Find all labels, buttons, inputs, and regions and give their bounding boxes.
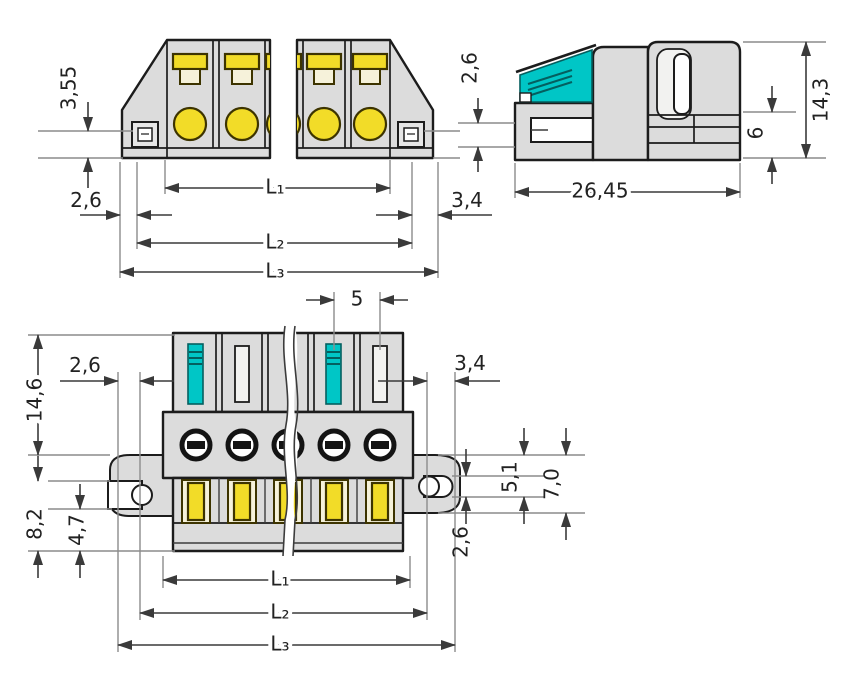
screw-terminal-circle [179, 428, 213, 462]
terminal-cell [171, 52, 209, 142]
wire-port-yellow [181, 479, 211, 524]
bottom-view: 14,6 8,2 4,7 5 2,6 3,4 [19, 287, 585, 660]
screw-terminal-circle [363, 428, 397, 462]
wire-port-yellow [365, 479, 395, 524]
dim-label-2-6: 2,6 [70, 188, 102, 212]
dim-label-3-55: 3,55 [57, 66, 81, 111]
dim-label-5-1: 5,1 [498, 461, 522, 493]
keyhole-slot-left [107, 480, 153, 510]
terminal-cell-partial [264, 52, 270, 136]
bottom-dimensions: 14,6 8,2 4,7 5 2,6 3,4 [19, 287, 585, 660]
dim-label-8-2: 8,2 [23, 508, 47, 540]
dim-label-14-3: 14,3 [809, 78, 833, 123]
terminal-cell [305, 52, 343, 142]
terminal-cell [223, 52, 261, 142]
side-body [513, 40, 742, 162]
front-view: 3,55 2,6 3,4 L₁ L₂ L₃ [38, 38, 492, 287]
front-dimensions: 3,55 2,6 3,4 L₁ L₂ L₃ [38, 66, 492, 287]
dim-label-l1: L₁ [265, 175, 284, 199]
side-view: 2,6 26,45 14,3 6 [458, 40, 833, 207]
locking-lever [515, 43, 597, 103]
break-line [282, 325, 299, 557]
dim-label-5: 5 [351, 287, 364, 311]
dim-label-7-0: 7,0 [540, 468, 564, 500]
dim-label-l2: L₂ [265, 230, 284, 254]
terminal-cell-partial [297, 52, 303, 136]
cam-lever-cyan [325, 343, 342, 405]
dim-label-14-6: 14,6 [23, 378, 47, 423]
dim-label-2-6-bottom: 2,6 [69, 353, 101, 377]
front-body-left-half [120, 38, 272, 160]
dim-label-26-45: 26,45 [571, 179, 628, 203]
dim-label-l3-bottom: L₃ [270, 632, 289, 656]
dim-label-3-4-bottom: 3,4 [454, 351, 486, 375]
cam-lever-cyan [187, 343, 204, 405]
mounting-flange-right [397, 121, 425, 148]
dim-label-2-6-flange: 2,6 [449, 526, 473, 558]
keyhole-slot-right [418, 475, 454, 498]
terminal-cell [351, 52, 389, 142]
dim-label-l3: L₃ [265, 259, 284, 283]
dim-label-3-4: 3,4 [451, 188, 483, 212]
screw-terminal-circle [317, 428, 351, 462]
wire-port-yellow [227, 479, 257, 524]
lever-slot [372, 345, 388, 403]
dim-label-l1-bottom: L₁ [270, 567, 289, 591]
side-dimensions: 2,6 26,45 14,3 6 [458, 41, 833, 207]
screw-terminal-circle [225, 428, 259, 462]
lever-slot [234, 345, 250, 403]
dim-label-2-6-side: 2,6 [458, 52, 482, 84]
mounting-flange-left [131, 121, 159, 148]
front-body-right-half [295, 38, 435, 160]
dim-label-6: 6 [744, 127, 768, 140]
dim-label-4-7: 4,7 [65, 514, 89, 546]
wire-port-yellow [319, 479, 349, 524]
dim-label-l2-bottom: L₂ [270, 600, 289, 624]
